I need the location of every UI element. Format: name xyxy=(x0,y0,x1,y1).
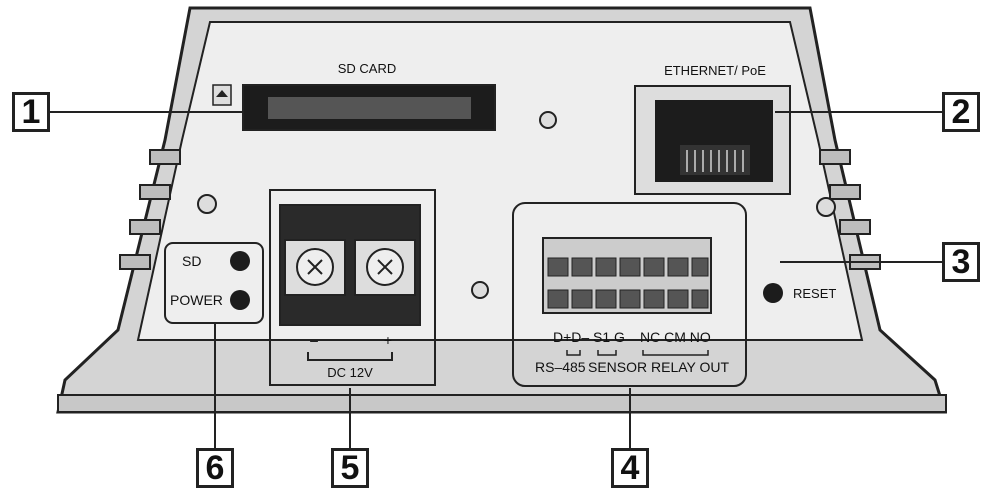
sd-card-label: SD CARD xyxy=(338,61,397,76)
sd-led-label: SD xyxy=(182,253,201,269)
callout-3: 3 xyxy=(942,242,980,282)
dc-plus-label: + xyxy=(384,332,392,348)
sd-card-slot: SD CARD xyxy=(212,61,496,131)
reset-hole xyxy=(763,283,783,303)
sd-slot-inner xyxy=(268,97,471,119)
ethernet-contacts xyxy=(680,145,750,175)
io-terminal-block: D+D– S1 G NC CM NO RS–485 SENSOR RELAY O… xyxy=(512,202,747,387)
sd-card-orientation-icon xyxy=(212,84,232,106)
callout-2: 2 xyxy=(942,92,980,132)
reset-button: RESET xyxy=(763,283,836,303)
callout-5: 5 xyxy=(331,448,369,488)
dc-power-terminal: – + DC 12V xyxy=(269,189,436,386)
base-plate xyxy=(57,394,947,413)
ethernet-label: ETHERNET/ PoE xyxy=(664,63,766,78)
relay-pins-label: NC CM NO xyxy=(640,329,711,345)
power-led xyxy=(230,290,250,310)
power-led-label: POWER xyxy=(170,292,223,308)
rs485-pins-label: D+D– xyxy=(553,329,589,345)
screw-icon xyxy=(197,111,836,299)
sd-led xyxy=(230,251,250,271)
io-terminal-frame xyxy=(512,202,747,387)
callout-4: 4 xyxy=(611,448,649,488)
dc-12v-label: DC 12V xyxy=(327,365,373,380)
rs485-label: RS–485 xyxy=(535,359,586,375)
reset-label: RESET xyxy=(793,286,836,301)
housing xyxy=(56,6,948,414)
callout-lines xyxy=(50,111,942,448)
relay-out-label: RELAY OUT xyxy=(651,359,730,375)
dc-minus-label: – xyxy=(310,332,318,348)
left-fins xyxy=(119,149,181,270)
ethernet-port: ETHERNET/ PoE xyxy=(634,63,791,195)
sensor-label: SENSOR xyxy=(588,359,647,375)
sensor-pins-label: S1 G xyxy=(593,329,625,345)
led-indicators: SD POWER xyxy=(164,242,264,324)
dc-terminal-frame xyxy=(269,189,436,386)
callout-1: 1 xyxy=(12,92,50,132)
callout-6: 6 xyxy=(196,448,234,488)
